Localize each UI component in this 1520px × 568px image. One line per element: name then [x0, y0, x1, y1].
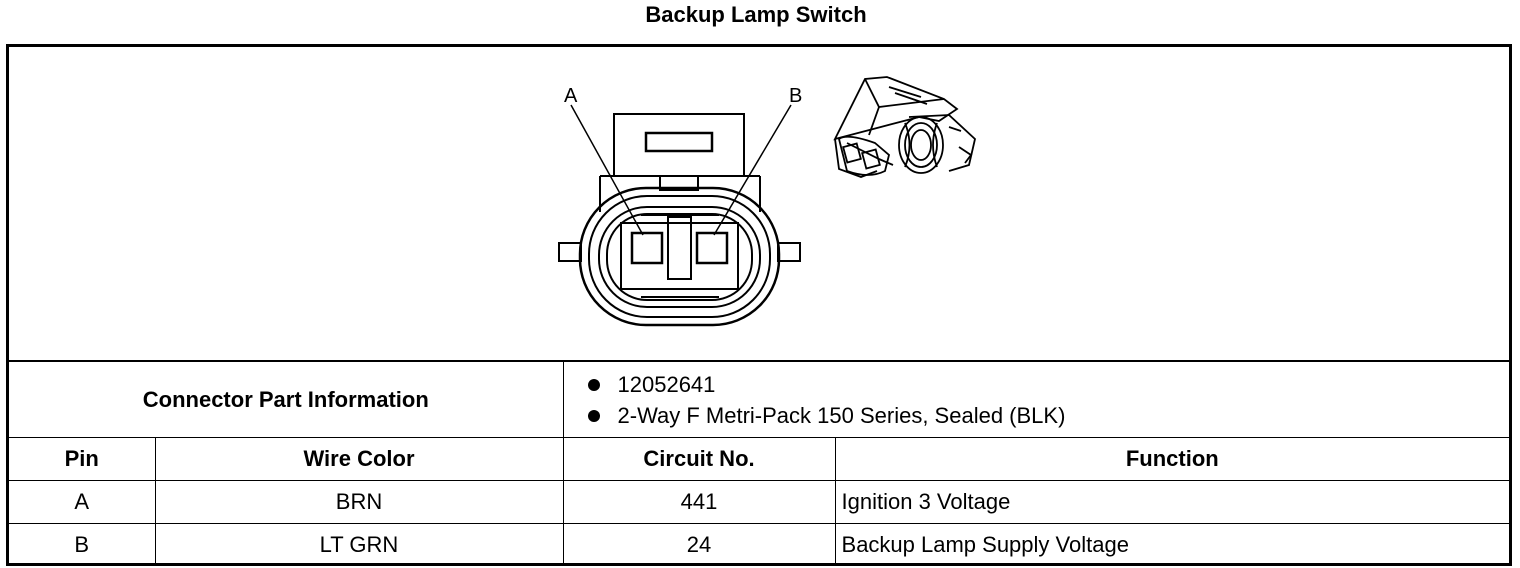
- connector-ear-right: [777, 242, 801, 262]
- pin-b-leader: [713, 104, 792, 236]
- table-header-row: Pin Wire Color Circuit No. Function: [9, 437, 1510, 481]
- pin-b-cavity: [695, 231, 729, 265]
- pin-cell: A: [9, 480, 156, 524]
- header-pin: Pin: [9, 437, 156, 481]
- connector-ear-left: [558, 242, 582, 262]
- table-row: B LT GRN 24 Backup Lamp Supply Voltage: [9, 523, 1510, 566]
- pin-a-cavity: [630, 231, 664, 265]
- header-circuit-no: Circuit No.: [562, 437, 836, 481]
- connector-isometric-illustration: [833, 76, 976, 178]
- connector-part-label: Connector Part Information: [9, 360, 564, 438]
- header-wire-color: Wire Color: [154, 437, 564, 481]
- connector-lock-block: [613, 113, 745, 177]
- connector-frame: A B: [6, 44, 1512, 566]
- pin-cell: B: [9, 523, 156, 566]
- connector-part-number: 12052641: [586, 369, 1510, 400]
- connector-seal: [588, 195, 771, 318]
- connector-diagram: A B: [558, 76, 976, 327]
- connector-center-rib: [667, 216, 692, 280]
- circuit-no-cell: 441: [562, 480, 836, 524]
- function-cell: Ignition 3 Voltage: [834, 480, 1510, 524]
- pin-a-leader: [570, 104, 644, 236]
- pin-a-label: A: [564, 85, 578, 107]
- connector-body: [578, 186, 781, 327]
- connector-lock-slot: [644, 131, 714, 153]
- pin-b-label: B: [789, 85, 802, 107]
- function-cell: Backup Lamp Supply Voltage: [834, 523, 1510, 566]
- connector-tab: [659, 175, 699, 191]
- wire-color-cell: LT GRN: [154, 523, 564, 566]
- header-function: Function: [834, 437, 1510, 481]
- page-title: Backup Lamp Switch: [645, 2, 867, 27]
- connector-seal-inner: [598, 206, 761, 308]
- table-row: A BRN 441 Ignition 3 Voltage: [9, 480, 1510, 524]
- connector-part-row: Connector Part Information 12052641 2-Wa…: [9, 360, 1510, 438]
- connector-part-list: 12052641 2-Way F Metri-Pack 150 Series, …: [562, 360, 1510, 438]
- connector-info-table: Connector Part Information 12052641 2-Wa…: [9, 360, 1510, 566]
- connector-face: [620, 222, 739, 290]
- wire-color-cell: BRN: [154, 480, 564, 524]
- circuit-no-cell: 24: [562, 523, 836, 566]
- connector-part-description: 2-Way F Metri-Pack 150 Series, Sealed (B…: [586, 400, 1510, 431]
